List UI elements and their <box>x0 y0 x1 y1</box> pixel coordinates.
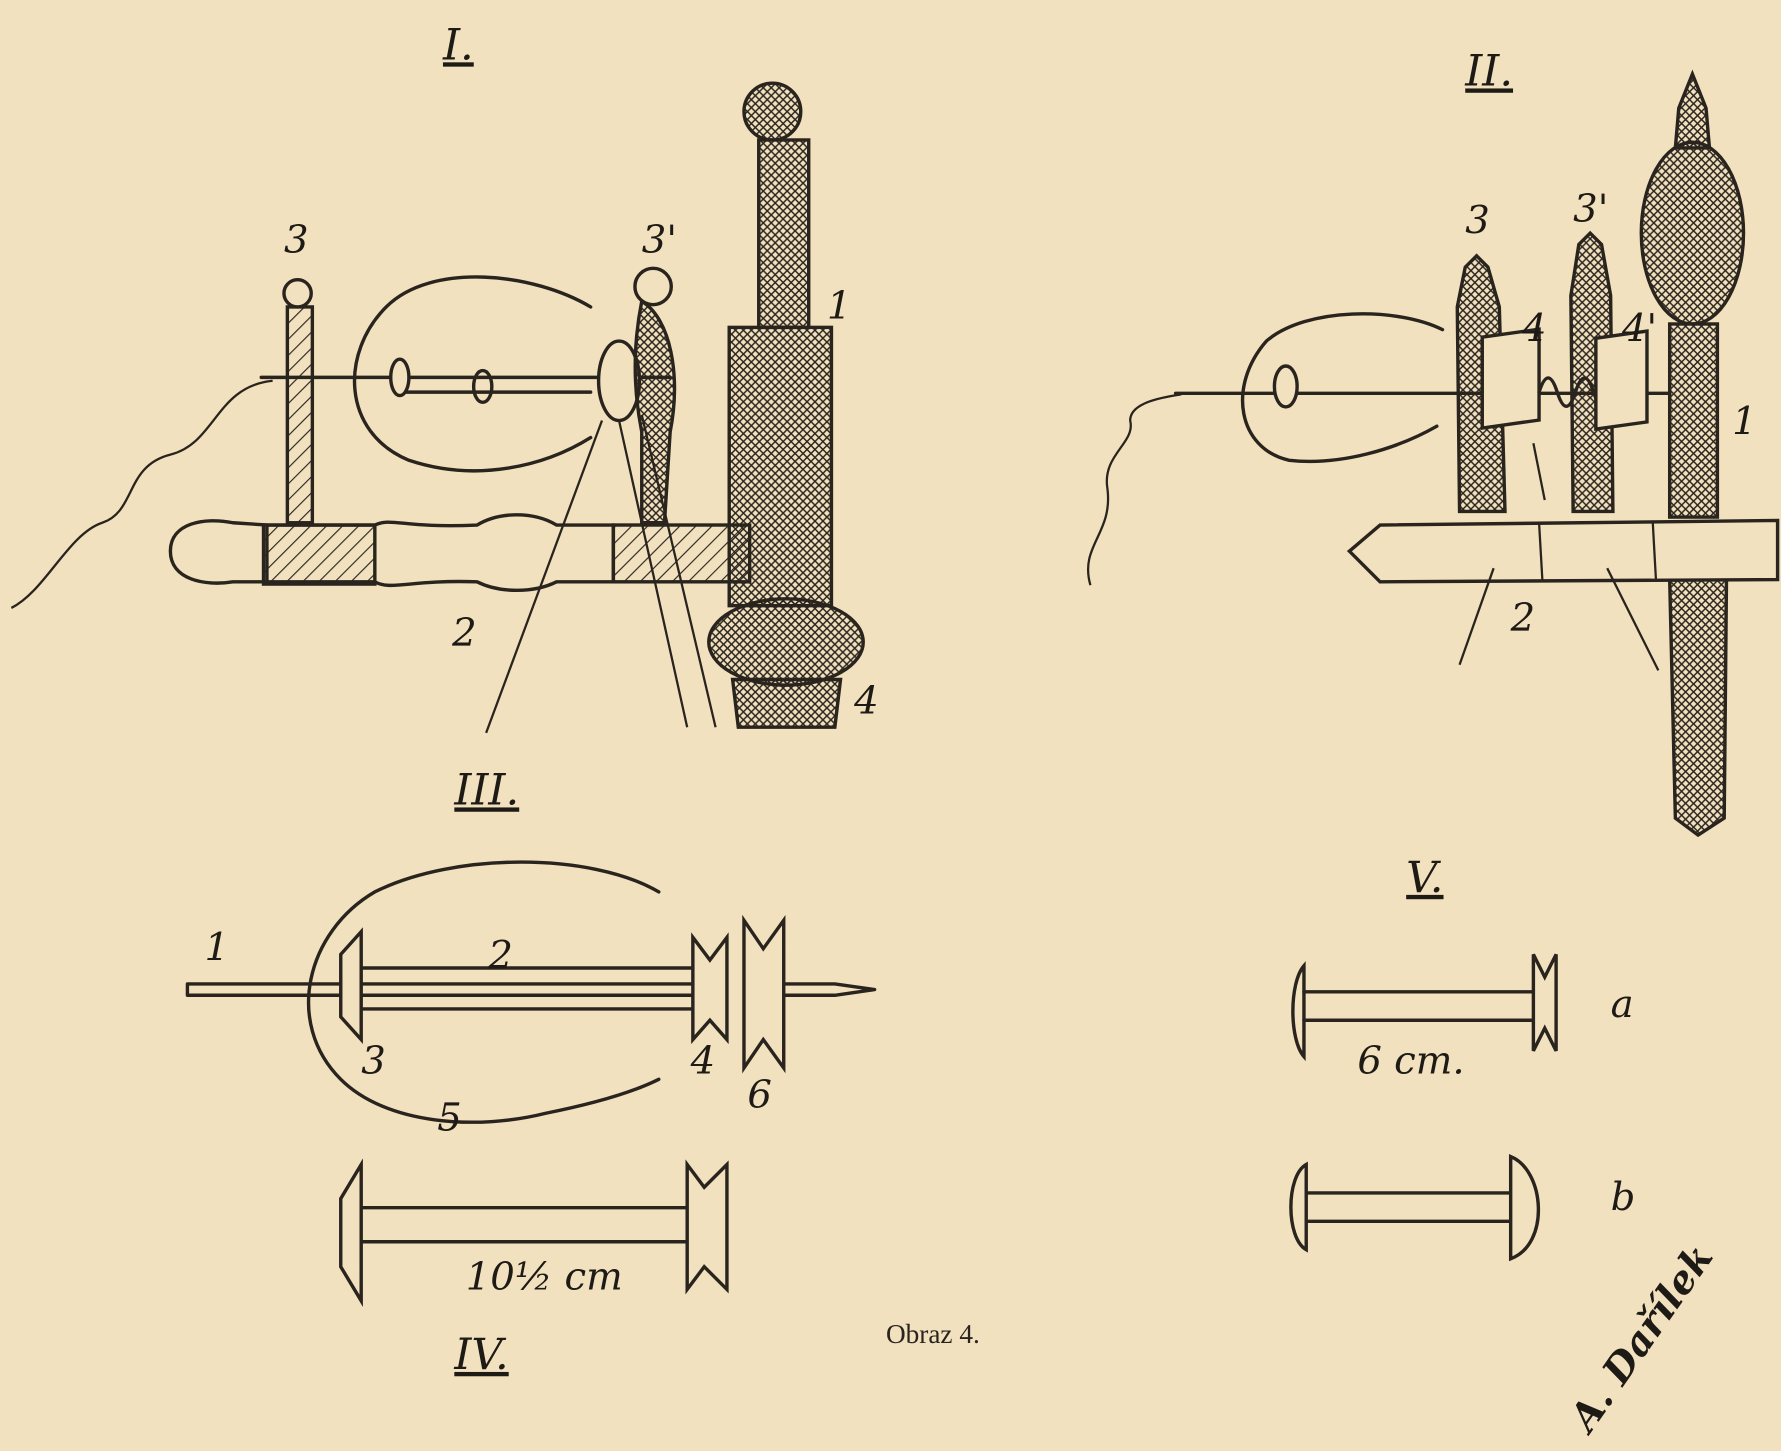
label-1: 1 <box>204 925 229 970</box>
bar-block-right <box>611 523 752 584</box>
pulley <box>596 339 642 423</box>
whorl-3 <box>339 927 363 1045</box>
figure-IV: 10½ cm IV. <box>339 1158 729 1380</box>
bar-divider <box>1651 520 1658 582</box>
bobbin-b <box>1289 1154 1541 1262</box>
bench-bar-2 <box>168 513 616 593</box>
figure-IV-title: IV. <box>453 1330 508 1380</box>
label-b: b <box>1611 1175 1636 1220</box>
whorl <box>1272 364 1299 409</box>
label-1: 1 <box>1732 399 1757 444</box>
bobbin-flange <box>339 1158 363 1307</box>
bobbin-2 <box>359 966 695 1011</box>
label-3-prime: 3' <box>1573 187 1608 232</box>
spindle <box>185 982 877 997</box>
figure-II: II. 3 3' 4 4' 1 2 <box>1086 46 1780 838</box>
label-4: 4 <box>690 1039 716 1084</box>
bar-block-left <box>261 523 377 586</box>
whorl-4 <box>691 932 729 1045</box>
bobbin-tube <box>359 1205 689 1244</box>
label-3: 3 <box>1465 198 1490 243</box>
label-3: 3 <box>361 1039 386 1084</box>
label-a: a <box>1611 982 1634 1027</box>
block-4 <box>1480 327 1541 430</box>
label-2: 2 <box>487 933 513 978</box>
dimension-label: 6 cm. <box>1357 1039 1464 1084</box>
upright-3-prime <box>633 298 677 525</box>
figure-II-title: II. <box>1464 46 1513 96</box>
figure-V-title: V. <box>1406 853 1443 903</box>
bobbin-whorl <box>685 1159 729 1295</box>
pulley-6 <box>742 914 786 1074</box>
yarn <box>10 379 273 609</box>
label-1: 1 <box>827 283 852 328</box>
label-3-prime: 3' <box>642 217 677 262</box>
bar-divider <box>1537 522 1544 582</box>
bobbin-a <box>1291 953 1558 1062</box>
figure-III-title: III. <box>453 765 519 815</box>
label-4: 4 <box>1521 306 1547 351</box>
upright-3-prime-knob <box>633 266 673 307</box>
bench-bar-2 <box>1346 518 1780 584</box>
figure-I-title: I. <box>442 20 474 70</box>
whorl <box>389 357 411 398</box>
label-5: 5 <box>437 1095 462 1140</box>
figure-V: V. a 6 cm. b <box>1289 853 1636 1262</box>
caption: Obraz 4. <box>886 1319 980 1349</box>
figure-III: III. 1 2 3 4 5 6 <box>185 765 877 1140</box>
flyer-arm <box>1240 312 1445 464</box>
label-4: 4 <box>853 679 879 724</box>
label-6: 6 <box>747 1073 772 1118</box>
post-1 <box>1639 69 1746 838</box>
flyer-arm-5 <box>306 860 661 1124</box>
post-1 <box>707 81 865 729</box>
artist-signature: A. Dařílek <box>1559 1236 1722 1442</box>
label-3: 3 <box>284 217 309 262</box>
label-2: 2 <box>451 610 477 655</box>
label-2: 2 <box>1510 596 1536 641</box>
label-4-prime: 4' <box>1621 306 1657 351</box>
dimension-label: 10½ cm <box>466 1254 623 1299</box>
upright-3 <box>285 305 315 525</box>
yarn <box>1086 393 1182 586</box>
bobbin-winding <box>471 368 494 405</box>
block-4-prime <box>1594 329 1649 432</box>
leader-lines <box>1458 443 1660 671</box>
upright-3-knob <box>282 277 313 309</box>
figure-I: I. 3 3' 1 2 4 <box>10 20 879 734</box>
drive-bands <box>485 414 717 734</box>
